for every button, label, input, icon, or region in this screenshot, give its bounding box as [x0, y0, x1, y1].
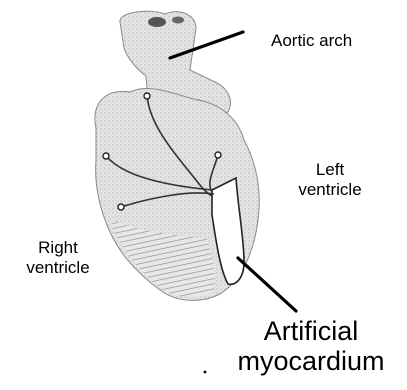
left-ventricle-label: Left ventricle	[280, 160, 380, 199]
right-ventricle-line-2: ventricle	[8, 258, 108, 278]
artificial-myocardium-line-2: myocardium	[216, 346, 406, 376]
left-ventricle-line-2: ventricle	[280, 180, 380, 200]
left-ventricle-line-1: Left	[280, 160, 380, 180]
aortic-arch-label: Aortic arch	[271, 31, 352, 51]
right-ventricle-line-1: Right	[8, 238, 108, 258]
right-ventricle-label: Right ventricle	[8, 238, 108, 277]
artificial-myocardium-leader-line	[238, 258, 296, 311]
vessel-opening	[148, 17, 166, 27]
stray-dot	[204, 371, 207, 374]
artificial-myocardium-label: Artificial myocardium	[216, 316, 406, 376]
artificial-myocardium-line-1: Artificial	[216, 316, 406, 346]
